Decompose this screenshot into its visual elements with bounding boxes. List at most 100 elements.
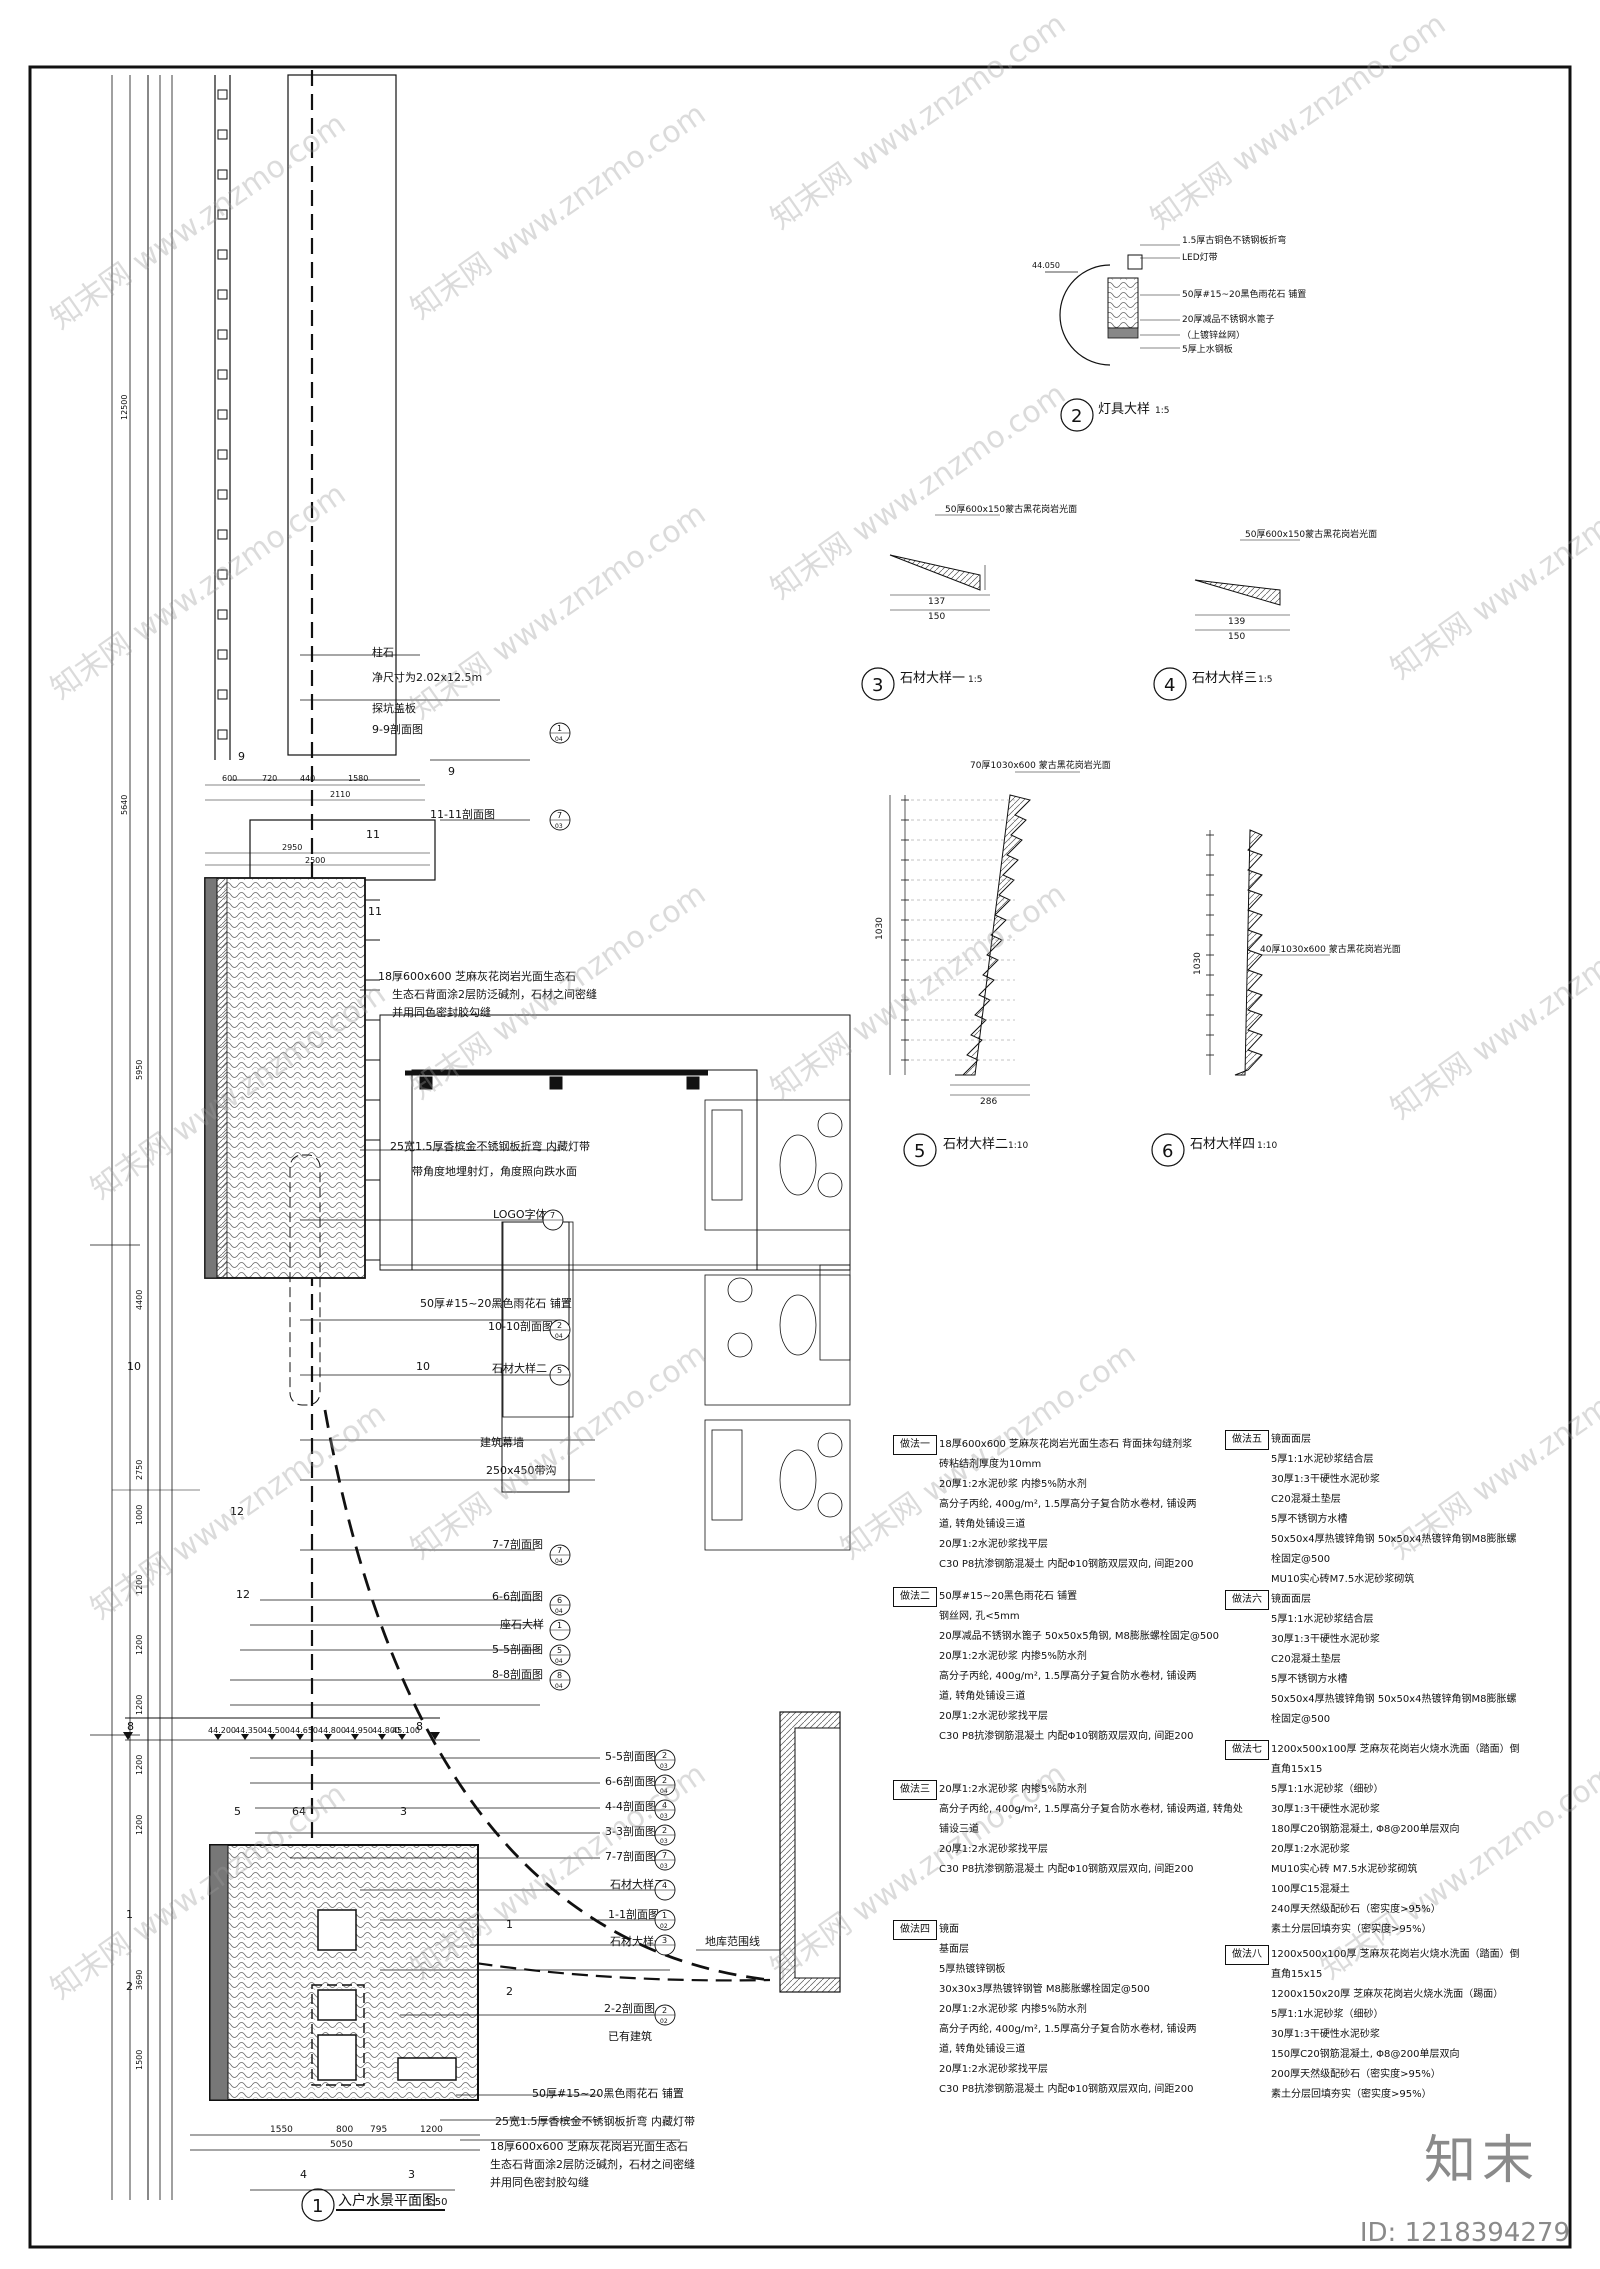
method-2-line: 钢丝网, 孔<5mm — [939, 1611, 1020, 1622]
bubble-number: 4 — [662, 1801, 667, 1810]
bubble-sheet: 04 — [555, 1683, 563, 1690]
label-pebble: 50厚#15~20黑色雨花石 铺置 — [420, 1296, 572, 1310]
method-4-line: 20厚1:2水泥砂浆 内掺5%防水剂 — [939, 2004, 1087, 2015]
detail-4-title: 4 石材大样三 1:5 — [1153, 667, 1272, 701]
detail-6-number: 6 — [1162, 1141, 1173, 1162]
method-2-tag: 做法二 — [893, 1587, 937, 1607]
method-8-line: 1200x500x100厚 芝麻灰花岗岩火烧水洗面（踏面）倒 — [1271, 1949, 1520, 1960]
detail-3-labels: 50厚600x150蒙古黑花岗岩光面 137 150 — [928, 503, 1077, 622]
watermark-text: 知末网 www.znzmo.com — [405, 97, 713, 327]
dim-top-text: 720 — [262, 774, 277, 783]
svg-text:10: 10 — [127, 1360, 141, 1373]
elev-text: 44.200 — [208, 1726, 236, 1735]
elev-triangle — [378, 1734, 386, 1740]
svg-text:2: 2 — [506, 1985, 513, 1998]
method-6-line: 镜面面层 — [1271, 1594, 1311, 1605]
bubble-sheet: 03 — [555, 823, 563, 830]
dim-left-text: 12500 — [120, 395, 129, 420]
method-8: 做法八 1200x500x100厚 芝麻灰花岗岩火烧水洗面（踏面）倒 直角15x… — [1225, 1945, 1520, 2105]
sheet-frame — [28, 65, 1572, 2249]
d6-dim-1: 1030 — [1193, 952, 1203, 975]
method-5-line: 5厚不锈钢方水槽 — [1271, 1514, 1348, 1525]
label-grate: 250x450带沟 — [486, 1464, 557, 1477]
dim-left-text: 1500 — [135, 2050, 144, 2070]
label-strip2: 25宽1.5厚香槟金不锈钢板折弯 内藏灯带 — [495, 2114, 695, 2128]
d4-dim-2: 150 — [1228, 632, 1245, 642]
watermark-text: 知末网 www.znzmo.com — [45, 107, 353, 337]
bubble-number: 7 — [557, 811, 562, 820]
dim-top-text: 440 — [300, 774, 315, 783]
bubble-sheet: 03 — [660, 1838, 668, 1845]
svg-text:10: 10 — [416, 1360, 430, 1373]
method-6-line: C20混凝土垫层 — [1271, 1654, 1341, 1665]
label-sec77: 7-7剖面图 — [492, 1537, 543, 1551]
label-sec33: 3-3剖面图 — [605, 1824, 656, 1838]
label-size: 净尺寸为2.02x12.5m — [372, 670, 482, 684]
method-2-line: C30 P8抗渗钢筋混凝土 内配Φ10钢筋双层双向, 间距200 — [939, 1731, 1194, 1742]
detail-3-title-text: 石材大样一 — [900, 671, 965, 686]
bubble-number: 8 — [557, 1671, 562, 1680]
watermark-text: 知末网 www.znzmo.com — [765, 377, 1073, 607]
dim-left-text: 2750 — [135, 1460, 144, 1480]
method-1-line: C30 P8抗渗钢筋混凝土 内配Φ10钢筋双层双向, 间距200 — [939, 1559, 1194, 1570]
method-3-line: 20厚1:2水泥砂浆 内掺5%防水剂 — [939, 1784, 1087, 1795]
method-6-line: 50x50x4厚热镀锌角钢 50x50x4热镀锌角钢M8膨胀螺 — [1271, 1694, 1517, 1705]
method-7-line: 5厚1:1水泥砂浆（细砂） — [1271, 1784, 1384, 1795]
d3-dim-1: 137 — [928, 597, 945, 607]
detail-4-labels: 50厚600x150蒙古黑花岗岩光面 139 150 — [1228, 528, 1377, 642]
bubble-number: 3 — [662, 1936, 667, 1945]
dim-top-text: 2500 — [305, 856, 325, 865]
elev-text: 44.800 — [372, 1726, 400, 1735]
lamp-square — [217, 89, 228, 100]
bubble-number: 2 — [662, 1826, 667, 1835]
elev-text: 44.500 — [262, 1726, 290, 1735]
bubble-sheet: 04 — [555, 736, 563, 743]
brand-logo: 知末 — [1423, 2131, 1540, 2191]
dim-left-text: 5950 — [135, 1060, 144, 1080]
label-sec55b: 5-5剖面图 — [605, 1749, 656, 1763]
d2-elev: 44.050 — [1032, 261, 1060, 270]
method-2-line: 50厚#15~20黑色雨花石 铺置 — [939, 1591, 1078, 1602]
svg-text:3: 3 — [400, 1805, 407, 1818]
label-strip-2: 带角度地埋射灯，角度照向跌水面 — [412, 1164, 577, 1178]
lamp-square — [217, 569, 228, 580]
d2-label-5: （上镀锌丝网） — [1182, 329, 1245, 341]
elev-text: 44.950 — [345, 1726, 373, 1735]
method-2-line: 20厚减品不锈钢水篦子 50x50x5角钢, M8膨胀螺栓固定@500 — [939, 1631, 1219, 1642]
method-6-line: 5厚1:1水泥砂浆结合层 — [1271, 1614, 1374, 1625]
elev-triangle — [268, 1734, 276, 1740]
lamp-square — [217, 249, 228, 260]
method-6: 做法六 镜面面层 5厚1:1水泥砂浆结合层 30厚1:3干硬性水泥砂浆 C20混… — [1225, 1590, 1516, 1730]
svg-text:64: 64 — [292, 1805, 306, 1818]
elev-text: 44.800 — [318, 1726, 346, 1735]
dim-left-text: 1200 — [135, 1575, 144, 1595]
svg-text:11: 11 — [368, 905, 382, 918]
bubble-number: 7 — [550, 1211, 555, 1220]
method-2-line: 20厚1:2水泥砂浆找平层 — [939, 1711, 1048, 1722]
method-3-line: C30 P8抗渗钢筋混凝土 内配Φ10钢筋双层双向, 间距200 — [939, 1864, 1194, 1875]
lamp-square — [217, 169, 228, 180]
method-4-line: 5厚热镀锌钢板 — [939, 1964, 1006, 1975]
dim-bottom-text: 1200 — [420, 2125, 443, 2135]
label-bench: 座石大样 — [500, 1617, 544, 1631]
d2-label-3: 50厚#15~20黑色雨花石 铺置 — [1182, 288, 1306, 300]
d5-dim-2: 286 — [980, 1097, 997, 1107]
elevation-marks — [123, 1732, 440, 1740]
method-7-tag: 做法七 — [1225, 1740, 1269, 1760]
method-1: 做法一 18厚600x600 芝麻灰花岗岩光面生态石 背面抹勾缝剂浆 砖粘结剂厚… — [893, 1435, 1197, 1575]
method-6-tag: 做法六 — [1225, 1590, 1269, 1610]
label-sec77b: 7-7剖面图 — [605, 1849, 656, 1863]
dim-bottom-text: 1550 — [270, 2125, 293, 2135]
watermark-text: 知末网 www.znzmo.com — [1145, 7, 1453, 237]
method-5-tag: 做法五 — [1225, 1430, 1269, 1450]
method-1-line: 20厚1:2水泥砂浆找平层 — [939, 1539, 1048, 1550]
lamp-square — [217, 489, 228, 500]
detail-3-title: 3 石材大样一 1:5 — [861, 667, 982, 701]
svg-text:1: 1 — [126, 1908, 133, 1921]
bubble-number: 4 — [662, 1881, 667, 1890]
detail-5-scale: 1:10 — [1008, 1141, 1028, 1151]
dim-left-text: 1000 — [135, 1505, 144, 1525]
